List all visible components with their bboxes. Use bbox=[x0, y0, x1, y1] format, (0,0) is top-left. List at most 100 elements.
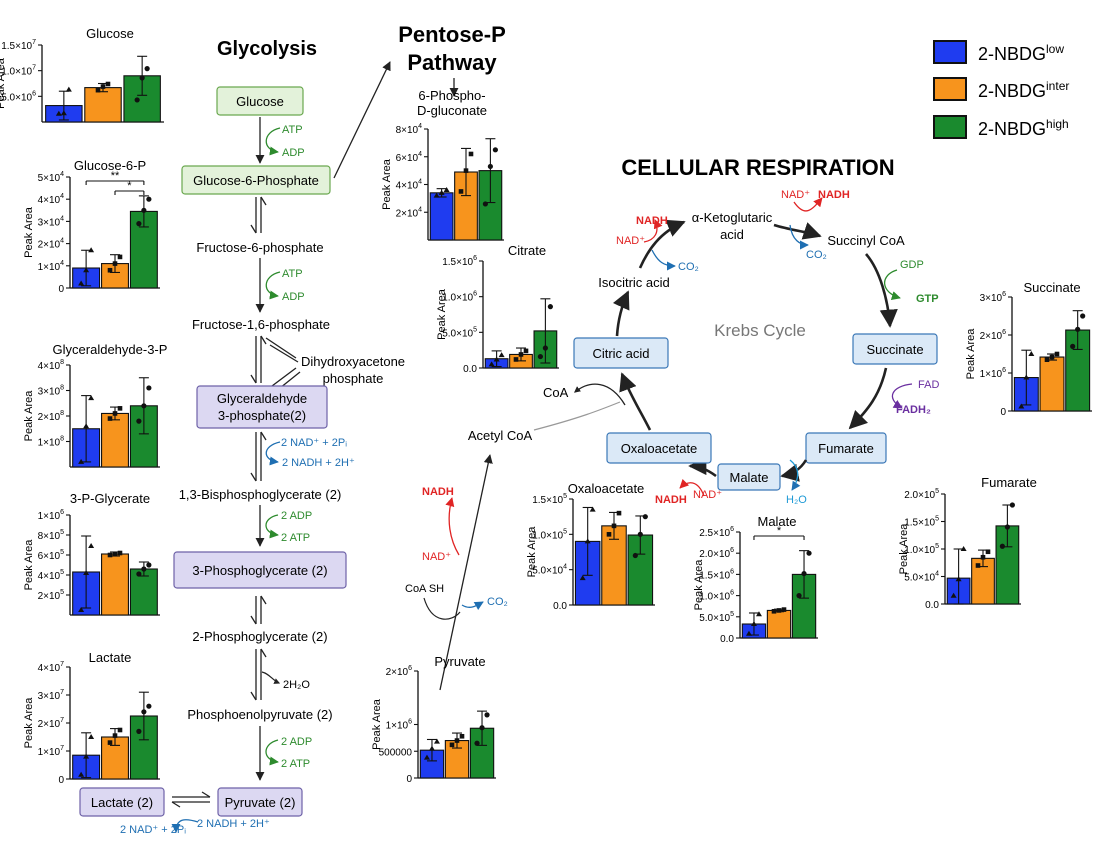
nad-label-iso: NAD⁺ bbox=[616, 235, 645, 247]
nadh-curve-malate bbox=[679, 478, 705, 497]
data-point bbox=[88, 395, 95, 401]
data-point bbox=[443, 187, 450, 193]
y-tick-label: 2×107 bbox=[38, 717, 65, 730]
succinate-box bbox=[852, 333, 938, 365]
co2-curve-iso bbox=[651, 249, 676, 271]
atp-label-1: ATP bbox=[282, 124, 303, 136]
y-tick-label: 0.0 bbox=[553, 601, 567, 612]
eq-arrow-lac-head-a bbox=[201, 791, 211, 798]
succinate-box-label: Succinate bbox=[866, 342, 923, 357]
y-tick-label: 2.0×106 bbox=[699, 547, 734, 560]
y-tick-label: 4×108 bbox=[38, 359, 65, 372]
data-point bbox=[611, 523, 617, 529]
pg2-label: 2-Phosphoglycerate (2) bbox=[192, 629, 327, 644]
eq-arrow-dhap-b bbox=[269, 344, 299, 363]
eq-arrow-g6p-head-b bbox=[260, 196, 267, 206]
data-point bbox=[1049, 354, 1055, 360]
data-point bbox=[637, 531, 643, 537]
pep-label: Phosphoenolpyruvate (2) bbox=[187, 707, 332, 722]
data-point bbox=[83, 753, 90, 759]
data-point bbox=[55, 110, 62, 116]
arrow-akg-succinyl bbox=[773, 222, 822, 240]
significance-label: * bbox=[127, 180, 132, 192]
data-point bbox=[136, 571, 142, 577]
chart-title: Glucose-6-P bbox=[74, 158, 146, 173]
atp-curve-2 bbox=[265, 271, 281, 300]
data-point bbox=[616, 510, 622, 516]
y-tick-label: 1.0×105 bbox=[532, 528, 567, 541]
data-point bbox=[144, 66, 150, 72]
y-axis-label: Peak Area bbox=[898, 523, 910, 575]
y-tick-label: 2×105 bbox=[38, 589, 65, 602]
y-tick-label: 0 bbox=[406, 774, 412, 785]
data-point bbox=[78, 458, 85, 464]
y-tick-label: 1.5×106 bbox=[699, 568, 734, 581]
data-point bbox=[107, 740, 113, 745]
data-point bbox=[468, 151, 474, 157]
data-point bbox=[1070, 343, 1076, 349]
pyruvate-box-label: Pyruvate (2) bbox=[225, 795, 296, 810]
y-tick-label: 2.0×105 bbox=[904, 488, 939, 501]
y-tick-label: 5.0×104 bbox=[532, 564, 567, 577]
y-tick-label: 1.0×105 bbox=[904, 543, 939, 556]
y-tick-label: 8×105 bbox=[38, 529, 65, 542]
chart-title: Fumarate bbox=[981, 475, 1037, 490]
fad-label: FAD bbox=[918, 379, 939, 391]
data-point bbox=[796, 593, 802, 599]
pg3-label: 3-Phosphoglycerate (2) bbox=[192, 563, 327, 578]
data-point bbox=[458, 189, 464, 194]
glucose-box bbox=[216, 86, 304, 116]
fumarate-box bbox=[805, 432, 887, 464]
eq-arrow-dhap-a bbox=[265, 337, 297, 359]
y-tick-label: 4×104 bbox=[396, 179, 423, 192]
co2-curve-pdh bbox=[461, 601, 484, 611]
data-point bbox=[488, 361, 495, 367]
chart-title: Glucose bbox=[86, 26, 134, 41]
data-point bbox=[146, 562, 152, 568]
data-point bbox=[493, 356, 500, 362]
chart-title: 6-Phospho- bbox=[418, 88, 485, 103]
significance-label: * bbox=[777, 525, 782, 537]
y-tick-label: 4×107 bbox=[38, 661, 65, 674]
nad-label-pdh: NAD⁺ bbox=[422, 551, 451, 563]
nadh-label-1: 2 NADH + 2H⁺ bbox=[282, 457, 355, 469]
y-tick-label: 500000 bbox=[379, 747, 413, 758]
data-point bbox=[1080, 313, 1086, 319]
eq-arrow-3pg-head-b bbox=[260, 595, 267, 605]
y-tick-label: 2×104 bbox=[396, 206, 423, 219]
data-point bbox=[484, 712, 490, 718]
y-tick-label: 8×104 bbox=[396, 123, 423, 136]
nadh-curve-iso bbox=[643, 219, 663, 243]
nad-label-akg: NAD⁺ bbox=[781, 189, 810, 201]
y-tick-label: 1.0×106 bbox=[699, 590, 734, 603]
coash-curve bbox=[423, 597, 461, 620]
legend-label-low: 2-NBDGlow bbox=[978, 42, 1064, 64]
data-point bbox=[112, 261, 118, 266]
y-tick-label: 0.0 bbox=[463, 364, 477, 375]
data-point bbox=[107, 552, 113, 558]
dhap-label-line1: Dihydroxyacetone bbox=[301, 354, 405, 369]
data-point bbox=[482, 201, 488, 207]
data-point bbox=[454, 738, 460, 743]
data-point bbox=[1054, 351, 1060, 357]
bpg-label: 1,3-Bisphosphoglycerate (2) bbox=[179, 487, 342, 502]
malate-box bbox=[717, 463, 781, 491]
y-axis-label: Peak Area bbox=[23, 390, 35, 442]
y-tick-label: 1×107 bbox=[38, 745, 65, 758]
water-curve bbox=[261, 671, 281, 684]
data-point bbox=[584, 538, 591, 544]
glucose-label: Glucose bbox=[236, 94, 284, 109]
eq-arrow-2pg-head-a bbox=[250, 691, 257, 701]
data-point bbox=[117, 727, 123, 733]
eq-arrow-2pg-head-b bbox=[260, 648, 267, 658]
data-point bbox=[146, 703, 152, 709]
y-tick-label: 0 bbox=[58, 775, 64, 786]
arrow-succinyl-succinate bbox=[865, 253, 898, 328]
f16p-label: Fructose-1,6-phosphate bbox=[192, 317, 330, 332]
pg3-box bbox=[173, 551, 347, 589]
pentose-heading-line2: Pathway bbox=[407, 50, 497, 75]
arrow-isocitric-akg bbox=[638, 219, 686, 269]
